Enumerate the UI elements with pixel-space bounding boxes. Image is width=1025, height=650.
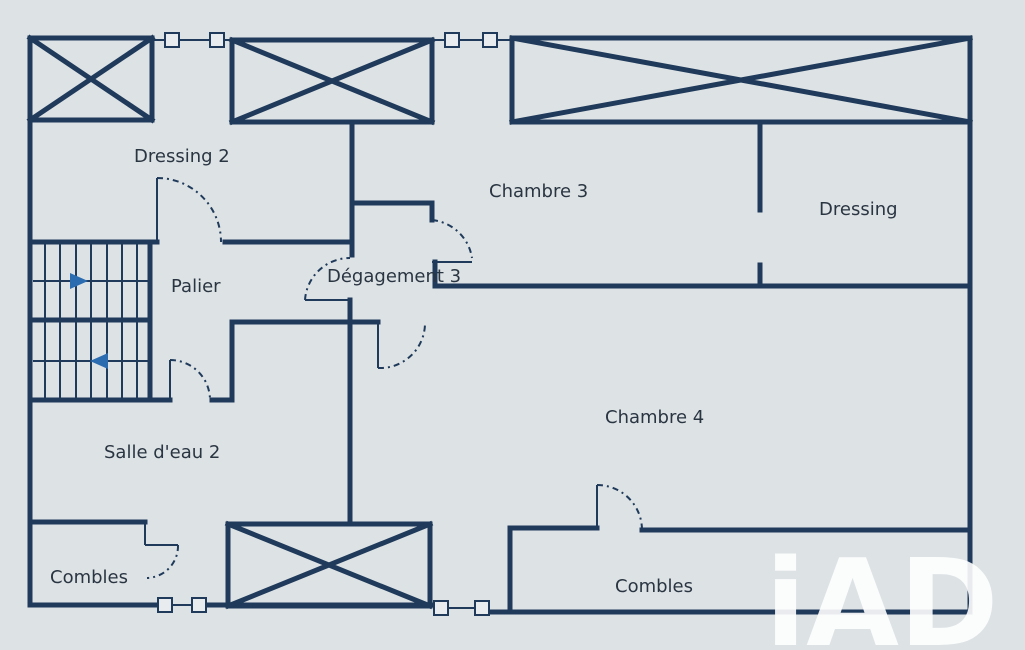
- voids: [26, 34, 973, 610]
- room-degagement-3: Dégagement 3: [327, 266, 461, 287]
- stair-arrow-right-icon: [70, 273, 88, 289]
- room-palier: Palier: [171, 276, 221, 297]
- staircase: [27, 239, 153, 403]
- windows: [152, 32, 512, 616]
- stair-arrow-left-icon: [90, 353, 108, 369]
- room-chambre-4: Chambre 4: [605, 407, 704, 428]
- room-dressing: Dressing: [819, 199, 898, 220]
- room-salle-eau-2: Salle d'eau 2: [104, 442, 220, 463]
- room-combles-left: Combles: [50, 567, 128, 588]
- room-dressing-2: Dressing 2: [134, 146, 230, 167]
- room-labels: Dressing 2 Chambre 3 Dressing Palier Dég…: [50, 146, 898, 597]
- iad-logo: iAD: [765, 535, 999, 650]
- room-chambre-3: Chambre 3: [489, 181, 588, 202]
- walls: [27, 35, 973, 615]
- room-combles-right: Combles: [615, 576, 693, 597]
